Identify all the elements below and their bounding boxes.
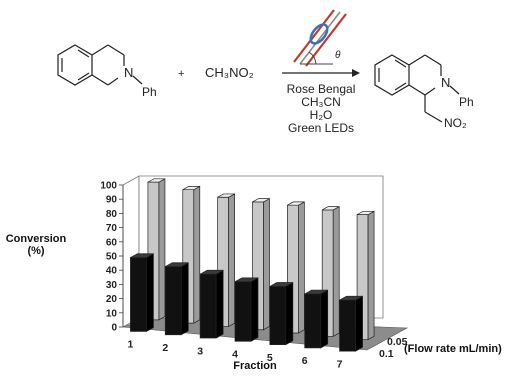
series-axis-title: (Flow rate mL/min) (404, 343, 502, 355)
y-tick-label: 0 (111, 323, 117, 334)
bar-series-0.1 (304, 289, 329, 349)
series-label-0.1: 0.1 (379, 348, 394, 360)
reactant-n-label: N (124, 65, 133, 80)
x-category-label: 4 (232, 349, 238, 361)
condition-2: CH₃CN (301, 95, 341, 109)
product-n-label: N (441, 75, 450, 90)
bar-series-0.1 (234, 277, 259, 342)
flow-tube-icon (293, 9, 347, 67)
x-category-label: 6 (302, 355, 308, 367)
reactant-ph-label: Ph (142, 85, 157, 99)
x-category-label: 5 (267, 352, 273, 364)
reagent-label: CH₃NO₂ (205, 65, 254, 80)
y-tick-label: 100 (100, 181, 117, 192)
x-category-label: 3 (197, 345, 203, 357)
x-axis-title: Fraction (233, 360, 277, 372)
y-tick-label: 20 (106, 294, 118, 305)
y-axis-ticks: 0 10 20 30 40 50 60 70 80 90 100 (100, 181, 124, 334)
reaction-scheme (57, 9, 460, 123)
y-axis-title-line2: (%) (27, 245, 45, 257)
bar-series-0.05 (147, 178, 166, 321)
y-tick-label: 90 (106, 195, 118, 206)
x-category-label: 7 (337, 358, 343, 370)
y-tick-label: 10 (106, 308, 118, 319)
condition-4: Green LEDs (288, 121, 354, 135)
series-axis-labels: 0.050.1 (379, 336, 408, 360)
condition-3: H₂O (310, 108, 333, 122)
y-axis-title: Conversion (%) (0, 233, 72, 257)
condition-1: Rose Bengal (287, 82, 356, 96)
y-tick-label: 70 (106, 223, 118, 234)
x-category-label: 2 (162, 342, 168, 354)
x-axis-categories: 1 2 3 4 5 6 7 (128, 339, 343, 371)
y-tick-label: 50 (106, 252, 118, 263)
conversion-chart: 0 10 20 30 40 50 60 70 80 90 100 1 2 3 4 5 6 7 0.050.1 (100, 175, 409, 371)
bar-series-0.1 (269, 281, 294, 346)
y-tick-label: 80 (106, 209, 118, 220)
product-ph-label: Ph (459, 95, 474, 109)
plus-sign: + (178, 68, 184, 80)
bar-series-0.1 (164, 262, 189, 336)
product-nitro-label: NO₂ (444, 116, 467, 130)
bar-series-0.1 (130, 253, 154, 333)
y-tick-label: 40 (106, 266, 118, 277)
product-structure (374, 54, 460, 123)
bar-series-0.1 (339, 295, 363, 352)
series-0.1-bars (130, 253, 363, 352)
y-tick-label: 60 (106, 237, 118, 248)
x-category-label: 1 (128, 339, 134, 351)
series-label-0.05: 0.05 (387, 336, 408, 348)
y-tick-label: 30 (106, 280, 118, 291)
reactant-structure (57, 44, 143, 86)
bar-series-0.1 (199, 269, 224, 339)
angle-label: θ (335, 50, 341, 61)
y-axis-title-line1: Conversion (5, 233, 67, 245)
